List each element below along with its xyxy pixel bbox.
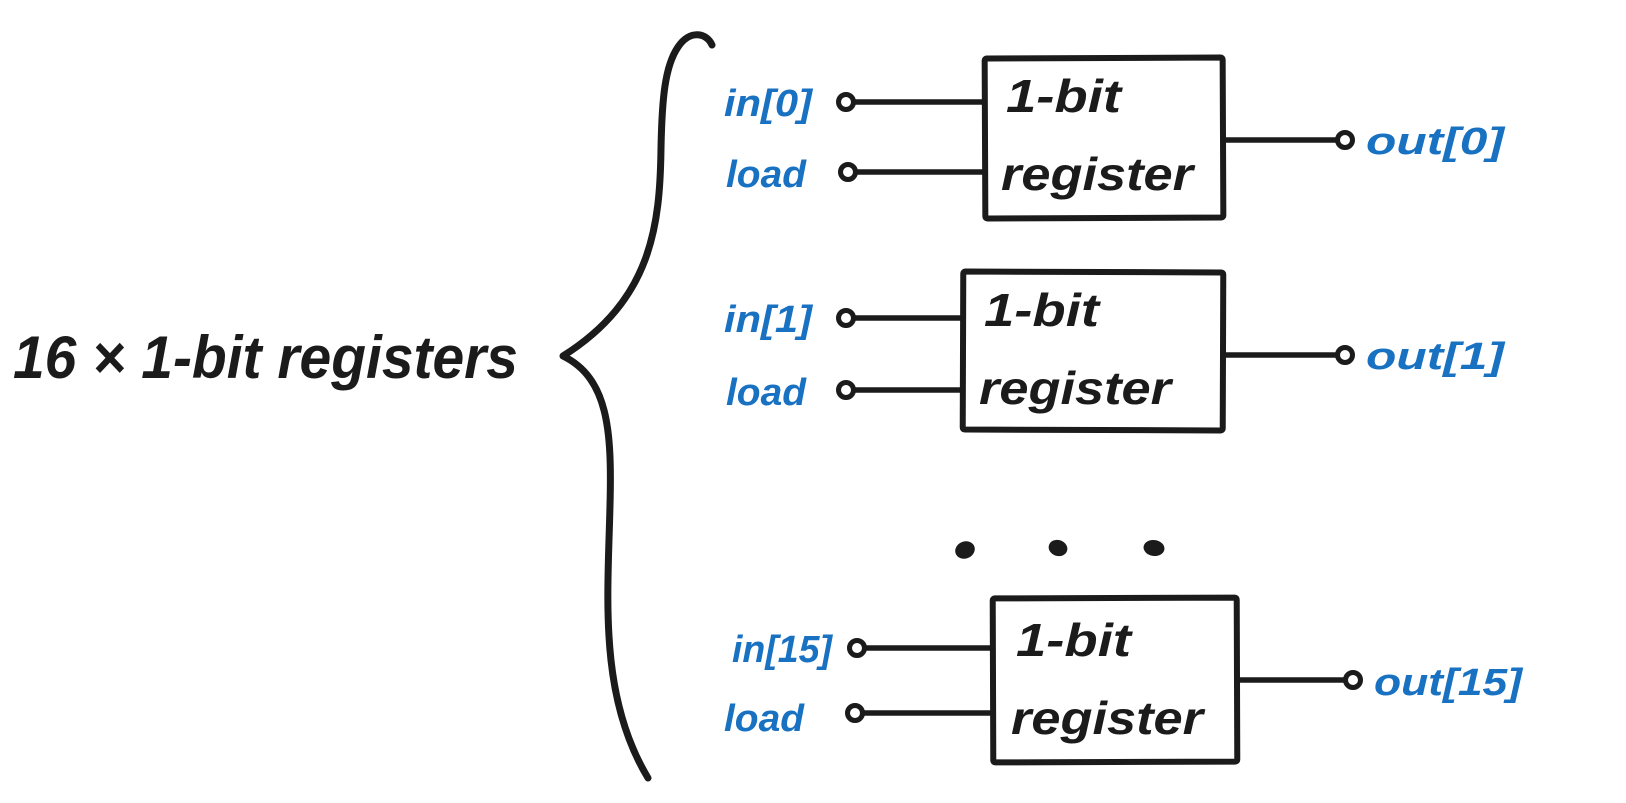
load-pin-label: load — [726, 372, 807, 414]
register-cell-0: in[0] load 1-bit register out[0] — [724, 54, 1506, 222]
register-box-label-line1: 1-bit — [1006, 70, 1123, 122]
load-terminal-icon — [845, 703, 865, 723]
output-pin-label: out[15] — [1374, 662, 1524, 704]
output-pin-label: out[1] — [1366, 336, 1506, 378]
input-terminal-icon — [847, 638, 867, 658]
register-box-label-line2: register — [979, 362, 1173, 414]
input-pin-label: in[15] — [732, 629, 833, 671]
ellipsis-dot — [955, 541, 975, 559]
group-label: 16 × 1-bit registers — [13, 324, 518, 391]
register-box-label-line1: 1-bit — [984, 284, 1101, 336]
output-terminal-icon — [1335, 130, 1355, 150]
load-pin-label: load — [726, 154, 807, 196]
ellipsis-dot — [1048, 539, 1068, 557]
register-box — [959, 268, 1227, 434]
register-box-label-line2: register — [1001, 148, 1195, 200]
load-terminal-icon — [838, 162, 858, 182]
input-terminal-icon — [836, 92, 856, 112]
ellipsis-dots — [955, 539, 1165, 559]
register-box-label-line2: register — [1011, 692, 1205, 744]
register-cell-1: in[1] load 1-bit register out[1] — [724, 268, 1506, 434]
register-box-label-line1: 1-bit — [1016, 614, 1133, 666]
output-terminal-icon — [1343, 670, 1363, 690]
input-pin-label: in[1] — [724, 299, 813, 341]
load-pin-label: load — [724, 698, 805, 740]
input-terminal-icon — [836, 308, 856, 328]
output-terminal-icon — [1335, 345, 1355, 365]
load-terminal-icon — [836, 380, 856, 400]
ellipsis-dot — [1143, 539, 1165, 557]
output-pin-label: out[0] — [1366, 121, 1506, 163]
register-cell-2: in[15] load 1-bit register out[15] — [724, 594, 1524, 766]
curly-brace — [559, 31, 716, 782]
input-pin-label: in[0] — [724, 83, 813, 125]
